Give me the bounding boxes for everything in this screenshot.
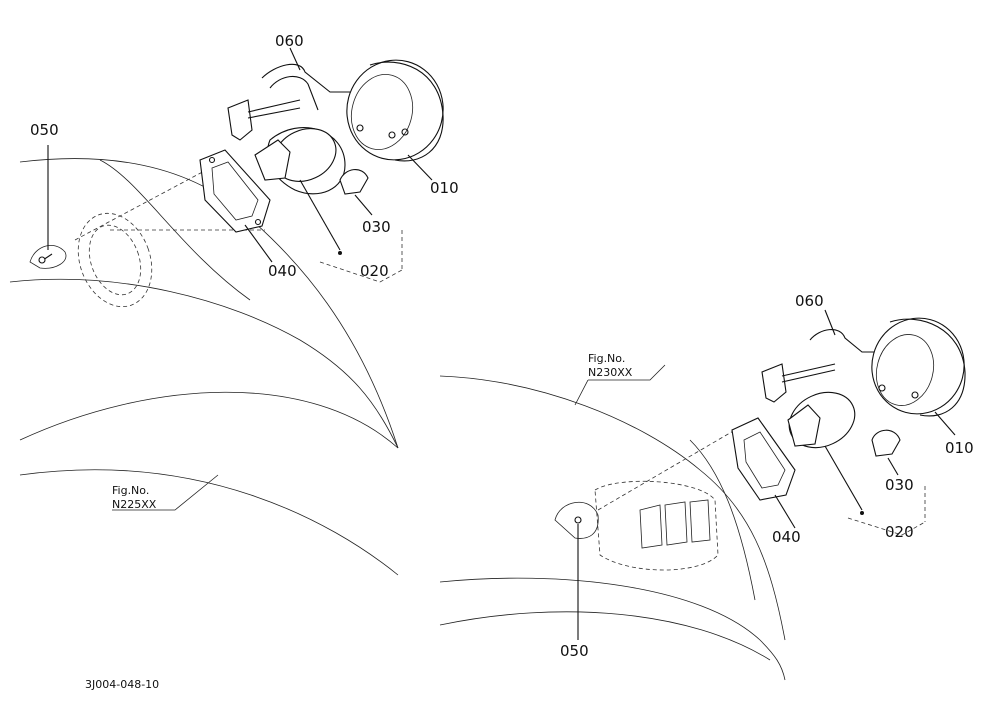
part-label-050-left: 050	[30, 121, 59, 139]
part-label-060-right: 060	[795, 292, 824, 310]
fig-leader-left	[112, 474, 219, 511]
part-label-040-right: 040	[772, 528, 801, 546]
right-assembly	[439, 309, 966, 681]
part-label-010-right: 010	[945, 439, 974, 457]
fig-caption-label-left: Fig.No.	[112, 484, 149, 497]
part-label-060-left: 060	[275, 32, 304, 50]
part-label-050-right: 050	[560, 642, 589, 660]
left-assembly	[9, 47, 444, 576]
part-label-030-left: 030	[362, 218, 391, 236]
part-label-020-left: 020	[360, 262, 389, 280]
fig-leader-right	[574, 364, 666, 406]
drawing-code: 3J004-048-10	[85, 678, 159, 691]
fig-number-right: N230XX	[588, 366, 633, 379]
fig-number-left: N225XX	[112, 498, 157, 511]
part-label-010-left: 010	[430, 179, 459, 197]
part-label-020-right: 020	[885, 523, 914, 541]
part-label-040-left: 040	[268, 262, 297, 280]
part-label-030-right: 030	[885, 476, 914, 494]
fig-caption-label-right: Fig.No.	[588, 352, 625, 365]
